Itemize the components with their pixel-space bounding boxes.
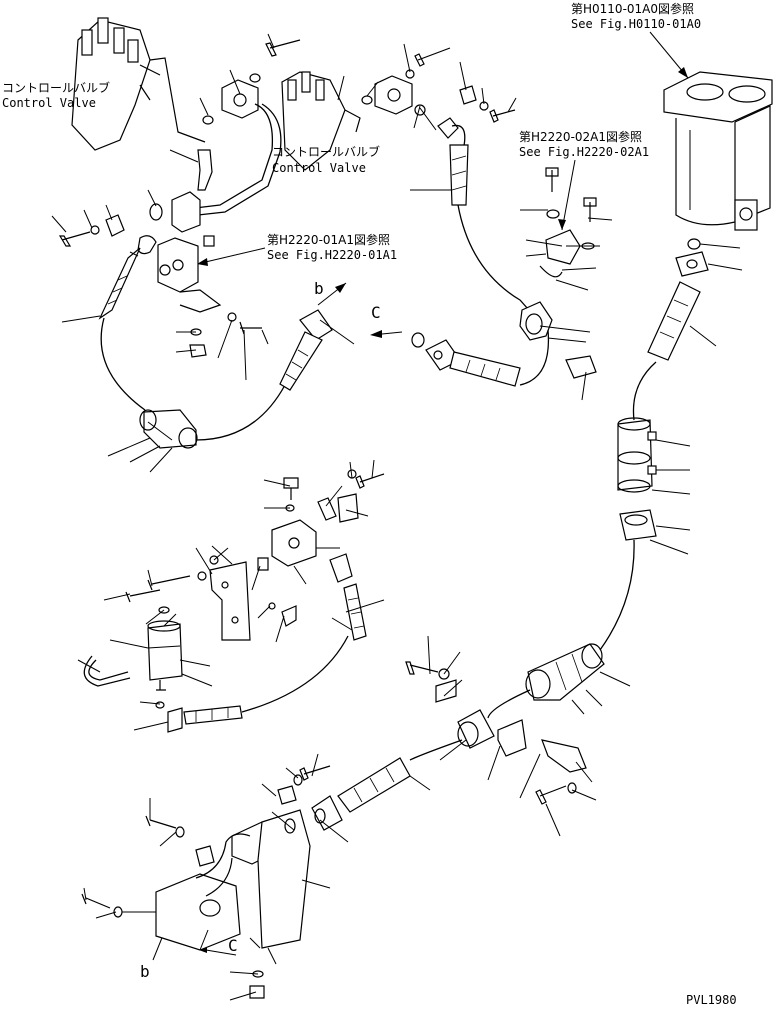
control-valve-center-jp: コントロールバルブ: [272, 144, 380, 159]
marker-b-bottom: b: [140, 962, 150, 981]
marker-b-top: b: [314, 279, 324, 298]
flange-block-upper-center: [374, 75, 413, 115]
control-valve-left: [71, 17, 206, 151]
right-hose-assembly: [599, 238, 709, 651]
ref-h2220-01-jp: 第H2220-01A1図参照: [267, 232, 390, 247]
drawing-code: PVL1980: [686, 993, 737, 1007]
ref-h0110-jp: 第H0110-01A0図参照: [571, 1, 694, 16]
ref-h2220-01-en: See Fig.H2220-01A1: [267, 248, 397, 262]
middle-coupling: [405, 643, 605, 805]
leader-lines: [51, 33, 743, 1001]
ref-arrows: [152, 31, 689, 961]
ref-h2220-02-en: See Fig.H2220-02A1: [519, 145, 649, 159]
ref-h0110-en: See Fig.H0110-01A0: [571, 17, 701, 31]
marker-c-bottom: C: [228, 936, 238, 955]
marker-c-top: C: [371, 303, 381, 322]
upper-center-hose-assembly: [437, 117, 553, 386]
tank-top-right: [663, 71, 773, 231]
ref-h2220-02-jp: 第H2220-02A1図参照: [519, 129, 642, 144]
bottom-pump-assembly: [81, 765, 331, 999]
control-valve-left-en: Control Valve: [2, 96, 96, 110]
left-hose-assembly: [98, 235, 286, 449]
small-elbow-fitting: [197, 149, 213, 191]
control-valve-center-en: Control Valve: [272, 161, 366, 175]
hose-b-section: [279, 309, 333, 391]
control-valve-center: [281, 71, 361, 171]
control-valve-left-jp: コントロールバルブ: [2, 80, 110, 95]
flange-block-upper-left: [221, 79, 259, 119]
mount-block-left: [157, 191, 222, 313]
hose-c-section: [411, 332, 521, 387]
elbow-pipe-left: [194, 103, 274, 209]
lower-diagonal-hose: [311, 757, 411, 831]
filter-bracket-assembly: [83, 469, 385, 733]
